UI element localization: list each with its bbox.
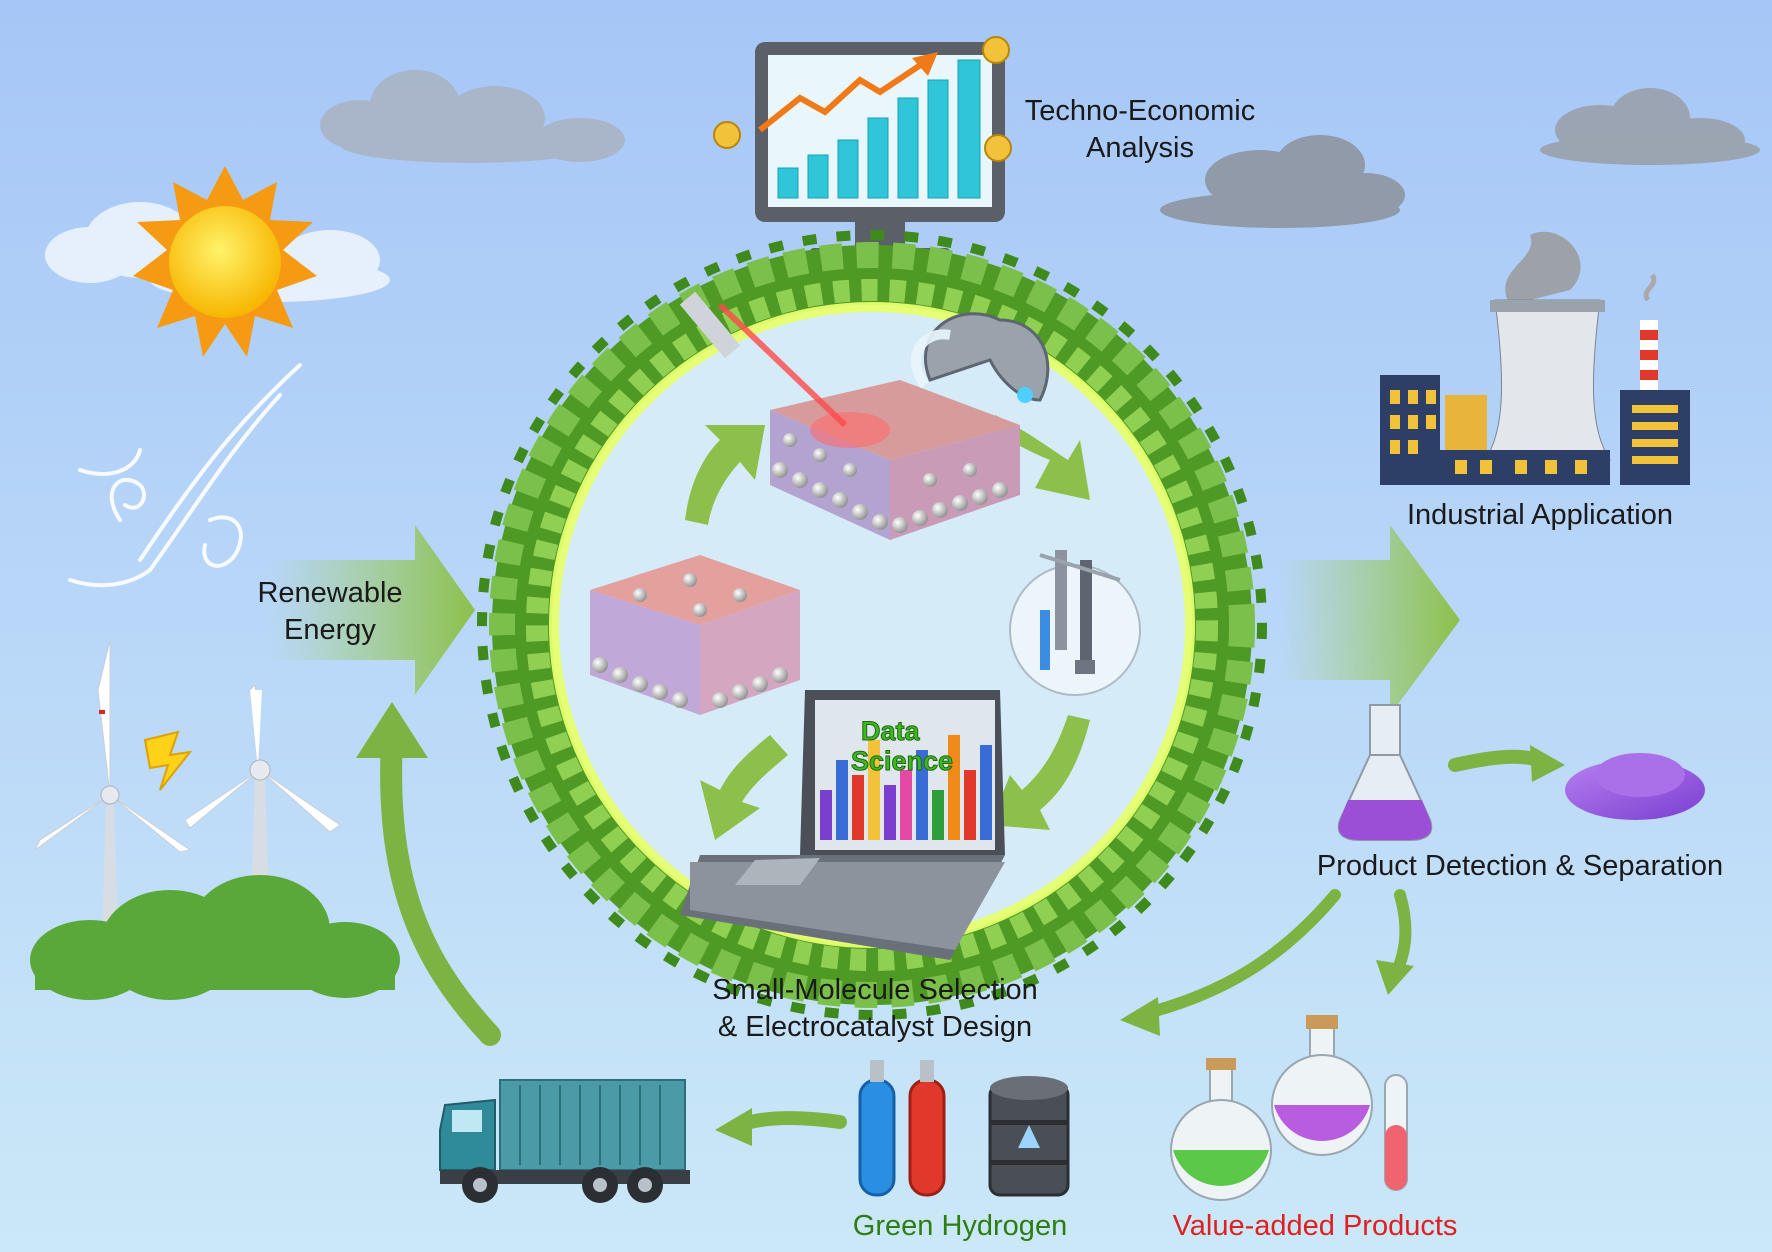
lightning-icon	[143, 730, 193, 791]
catalyst-crystal-top	[679, 291, 1020, 540]
gas-cylinder-icon	[858, 1060, 896, 1197]
industrial-arrow	[1280, 525, 1460, 715]
monitor-icon	[713, 36, 1012, 262]
wind-turbine-icon	[184, 683, 341, 945]
data-science-label: Data Science	[851, 716, 954, 777]
gas-cylinder-icon	[908, 1060, 946, 1197]
cycle-arrowhead	[356, 702, 428, 758]
value-added-products-label: Value-added Products	[1172, 1210, 1458, 1242]
round-flask-green-icon	[1170, 1058, 1272, 1201]
truck-icon	[439, 1079, 690, 1203]
round-flask-purple-icon	[1271, 1015, 1373, 1156]
erlenmeyer-flask-icon	[1337, 704, 1433, 841]
electrochemical-cell-icon	[1009, 550, 1141, 696]
bushes	[30, 875, 400, 1000]
industrial-application-label: Industrial Application	[1407, 499, 1673, 531]
green-hydrogen-label: Green Hydrogen	[852, 1210, 1068, 1242]
coin-icon	[713, 36, 1012, 162]
cloud-icon	[1540, 88, 1760, 165]
sun-icon	[133, 166, 317, 357]
water-flask-icon	[910, 312, 1050, 403]
cloud-icon	[320, 70, 625, 163]
powder-icon	[1565, 753, 1705, 820]
flask-to-powder-arrow	[1448, 749, 1547, 772]
small-molecule-label: Small-Molecule Selection & Electrocataly…	[712, 974, 1038, 1043]
product-detection-label: Product Detection & Separation	[1316, 850, 1724, 882]
barrel-icon	[988, 1076, 1070, 1197]
laptop-icon	[680, 690, 1005, 960]
cycle-arrow	[380, 729, 501, 1046]
renewable-energy-label: Renewable Energy	[257, 577, 403, 646]
renewable-arrow	[270, 525, 475, 695]
to-truck-arrow	[733, 1111, 847, 1132]
bar-chart-graphic	[820, 735, 992, 840]
wind-icon	[68, 363, 302, 588]
catalyst-crystal-left	[590, 555, 800, 715]
wind-turbine-icon	[34, 639, 192, 940]
factory-icon	[1380, 231, 1690, 485]
to-green-hydrogen-arrow	[1134, 889, 1341, 1021]
techno-economic-label: Techno-Economic Analysis	[1024, 95, 1256, 164]
test-tube-icon	[1384, 1074, 1408, 1191]
cloud-icon	[1160, 135, 1405, 228]
